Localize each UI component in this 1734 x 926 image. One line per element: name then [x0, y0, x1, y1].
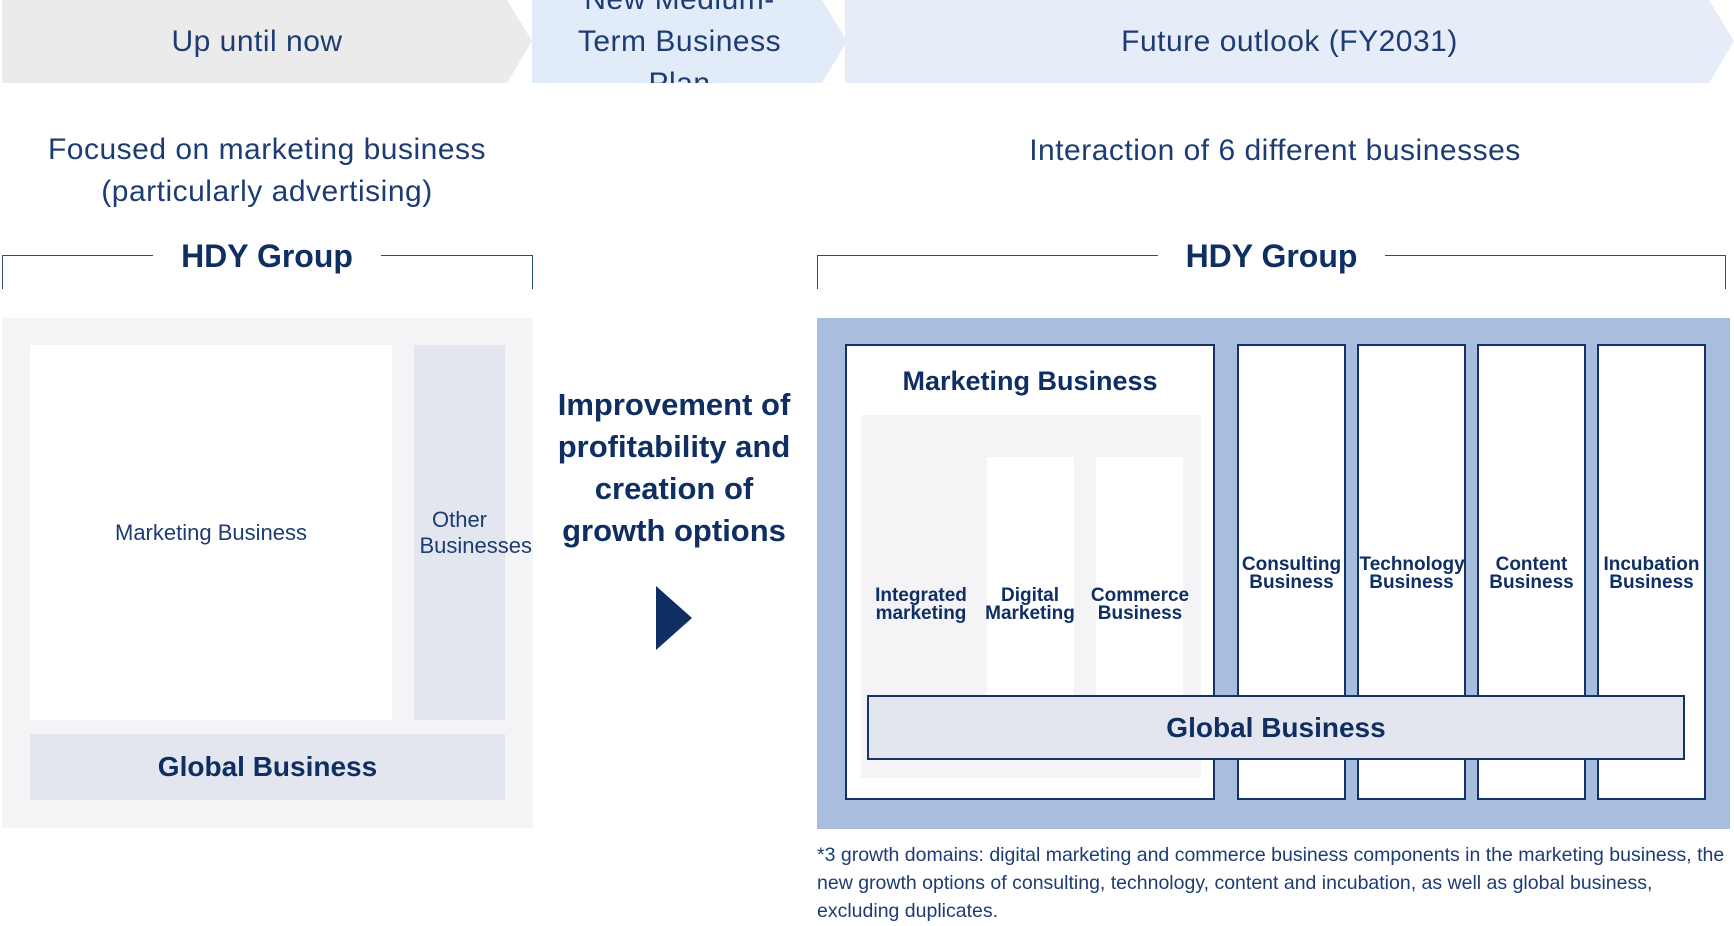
left-marketing-label: Marketing Business	[115, 519, 307, 545]
left-global-label: Global Business	[157, 751, 378, 782]
incubation-business-title: Incubation Business	[1599, 550, 1704, 598]
footnote-text: *3 growth domains: digital marketing and…	[817, 844, 1725, 922]
consulting-business-label: Consulting Business	[1241, 554, 1342, 593]
commerce-business-label: Commerce Business	[1090, 585, 1190, 624]
footnote: *3 growth domains: digital marketing and…	[817, 841, 1732, 925]
left-marketing-business: Marketing Business	[30, 345, 392, 720]
left-global-business: Global Business	[30, 734, 505, 800]
digital-marketing-column	[987, 457, 1074, 697]
right-marketing-title-text: Marketing Business	[902, 365, 1158, 396]
left-subtitle-text: Focused on marketing business (particula…	[47, 133, 487, 208]
timeline-step-future: Future outlook (FY2031)	[845, 0, 1734, 83]
consulting-business-title: Consulting Business	[1239, 550, 1344, 598]
integrated-marketing: Integrated marketing	[866, 575, 976, 635]
left-group-title: HDY Group	[153, 237, 381, 275]
content-business-label: Content Business	[1489, 554, 1574, 593]
right-group-title-wrap: HDY Group	[817, 236, 1726, 276]
technology-business-title: Technology Business	[1359, 550, 1465, 598]
timeline-step-past-label: Up until now	[171, 24, 343, 58]
transition-label-text: Improvement of profitability and creatio…	[557, 387, 791, 548]
left-subtitle: Focused on marketing business (particula…	[0, 128, 534, 214]
timeline-step-plan-label: New Medium-Term Business Plan	[577, 0, 782, 100]
commerce-business-column	[1096, 457, 1183, 697]
left-other-label: Other Businesses	[419, 506, 533, 558]
digital-marketing: Digital Marketing	[980, 575, 1080, 635]
digital-marketing-label: Digital Marketing	[985, 585, 1075, 624]
timeline-step-future-label: Future outlook (FY2031)	[1121, 24, 1458, 58]
right-global-business: Global Business	[867, 695, 1685, 760]
right-subtitle: Interaction of 6 different businesses	[816, 130, 1734, 172]
left-other-businesses: Other Businesses	[414, 345, 533, 720]
technology-business-label: Technology Business	[1359, 554, 1465, 593]
commerce-business: Commerce Business	[1086, 575, 1194, 635]
right-subtitle-text: Interaction of 6 different businesses	[1029, 134, 1521, 167]
content-business-title: Content Business	[1479, 550, 1584, 598]
right-group-title: HDY Group	[1157, 237, 1386, 275]
right-marketing-title: Marketing Business	[847, 362, 1213, 400]
incubation-business-label: Incubation Business	[1603, 554, 1700, 593]
integrated-marketing-label: Integrated marketing	[875, 585, 967, 624]
transition-label: Improvement of profitability and creatio…	[538, 382, 810, 554]
timeline-step-past: Up until now	[2, 0, 532, 83]
right-global-label: Global Business	[1166, 711, 1386, 743]
timeline-step-plan: New Medium-Term Business Plan	[532, 0, 847, 83]
left-group-title-wrap: HDY Group	[0, 236, 534, 276]
play-triangle-icon	[656, 586, 692, 650]
